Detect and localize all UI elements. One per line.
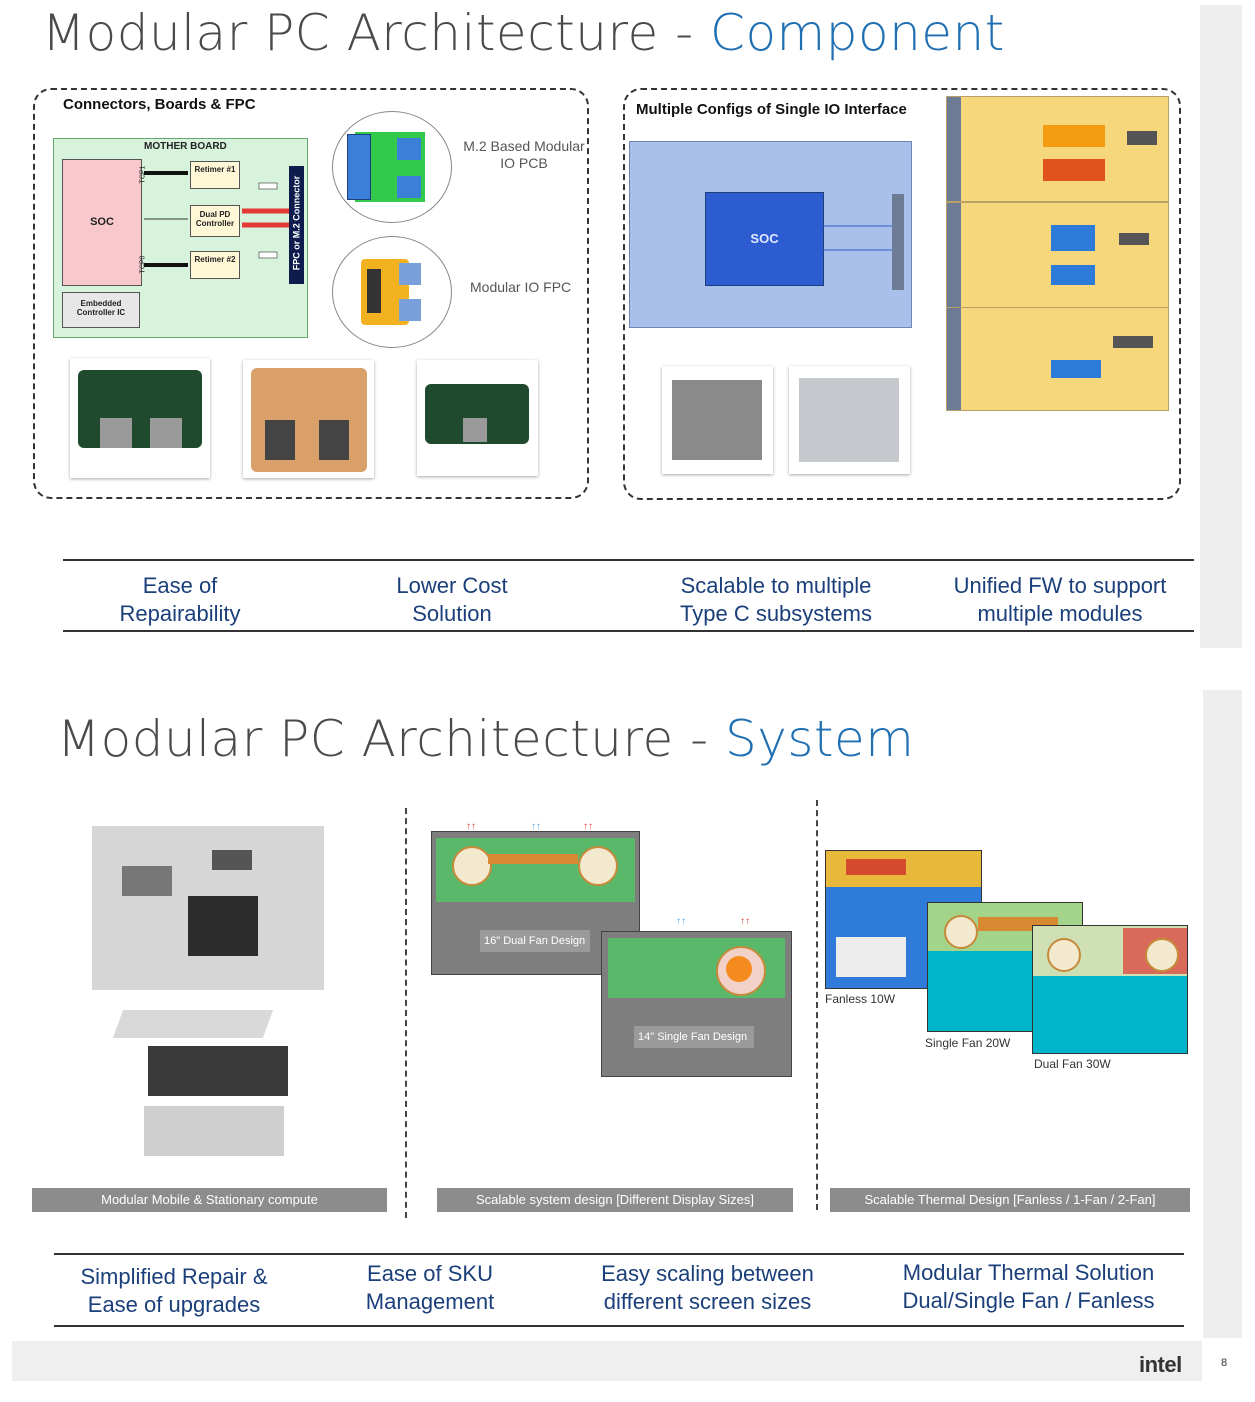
caption-scalable-system: Scalable system design [Different Displa… [437,1188,793,1212]
column-divider-1 [405,808,407,1218]
exhaust-arrow-3: ↑↑ [740,916,750,927]
motherboard-label: MOTHER BOARD [144,141,227,152]
host-system-block: SOC [629,141,912,328]
exhaust-arrow-2: ↑↑ [583,821,593,832]
inlet-arrow-1: ↑↑ [531,821,541,832]
retimer-2-block: Retimer #2 [190,251,240,279]
slide-1-title: Modular PC Architecture - Component [42,4,1005,62]
fpc-m2-connector-bar: FPC or M.2 Connector [289,166,304,284]
caption-scalable-thermal: Scalable Thermal Design [Fanless / 1-Fan… [830,1188,1190,1212]
soc-block: SOC [62,159,142,286]
dual-pd-controller-block: Dual PD Controller [190,205,240,237]
slide-2-footer-bar [12,1341,1202,1381]
embedded-controller-block: Embedded Controller IC [62,292,140,328]
slide-1-right-strip [1200,5,1242,648]
retimer-1-block: Retimer #1 [190,161,240,189]
m2-module-icon [332,111,452,223]
io-config-panel-heading: Multiple Configs of Single IO Interface [636,101,907,118]
fpc-module-icon [332,236,452,348]
fanless-label: Fanless 10W [825,992,896,1006]
single-fan-design-label: 14" Single Fan Design [638,1031,748,1043]
slide-1-benefits-top-rule [63,559,1194,561]
column-divider-2 [816,800,818,1210]
soc-block-blue: SOC [705,192,824,286]
inlet-arrow-2: ↑↑ [676,916,686,927]
dual-fan-layout: 16" Dual Fan Design [431,831,640,975]
single-fan-layout: 14" Single Fan Design [601,931,792,1077]
motherboard-links [144,171,290,267]
benefit-simplified-repair: Simplified Repair &Ease of upgrades [80,1264,268,1317]
slide-2-benefits-top-rule [54,1253,1184,1255]
dp-mfd-module [946,307,1169,411]
caption-modular-compute: Modular Mobile & Stationary compute [32,1188,387,1212]
module-photo-2 [789,366,910,474]
m2-module-label: M.2 Based Modular IO PCB [463,138,585,171]
slide-2-benefits-bottom-rule [54,1325,1184,1327]
page-number: 8 [1221,1357,1228,1369]
slide-2-title: Modular PC Architecture - System [57,710,915,768]
single-fan-label: Single Fan 20W [925,1036,1011,1050]
modular-components-render [92,826,324,990]
dual-fan-design-label: 16" Dual Fan Design [484,935,586,947]
connectors-panel-heading: Connectors, Boards & FPC [63,96,256,113]
board-photo-3 [417,360,538,476]
intel-logo: intel [1139,1352,1182,1377]
board-photo-2 [243,360,374,478]
fpc-module-label: Modular IO FPC [470,279,572,295]
motherboard-diagram: MOTHER BOARD SOC Embedded Controller IC … [53,138,308,338]
hdmi-module [946,202,1169,308]
laptop-exploded-render [112,1006,298,1172]
module-photo-1 [662,366,773,474]
dual-fan-label: Dual Fan 30W [1034,1057,1111,1071]
dual-fan-tier-layout [1032,925,1188,1054]
slide-1-benefits-bottom-rule [63,630,1194,632]
slide-2-right-strip [1203,690,1242,1338]
connectors-panel [33,88,589,499]
io-config-panel [623,88,1181,500]
board-photo-1 [70,358,210,478]
usb-c-module [946,96,1169,202]
exhaust-arrow-1: ↑↑ [466,821,476,832]
